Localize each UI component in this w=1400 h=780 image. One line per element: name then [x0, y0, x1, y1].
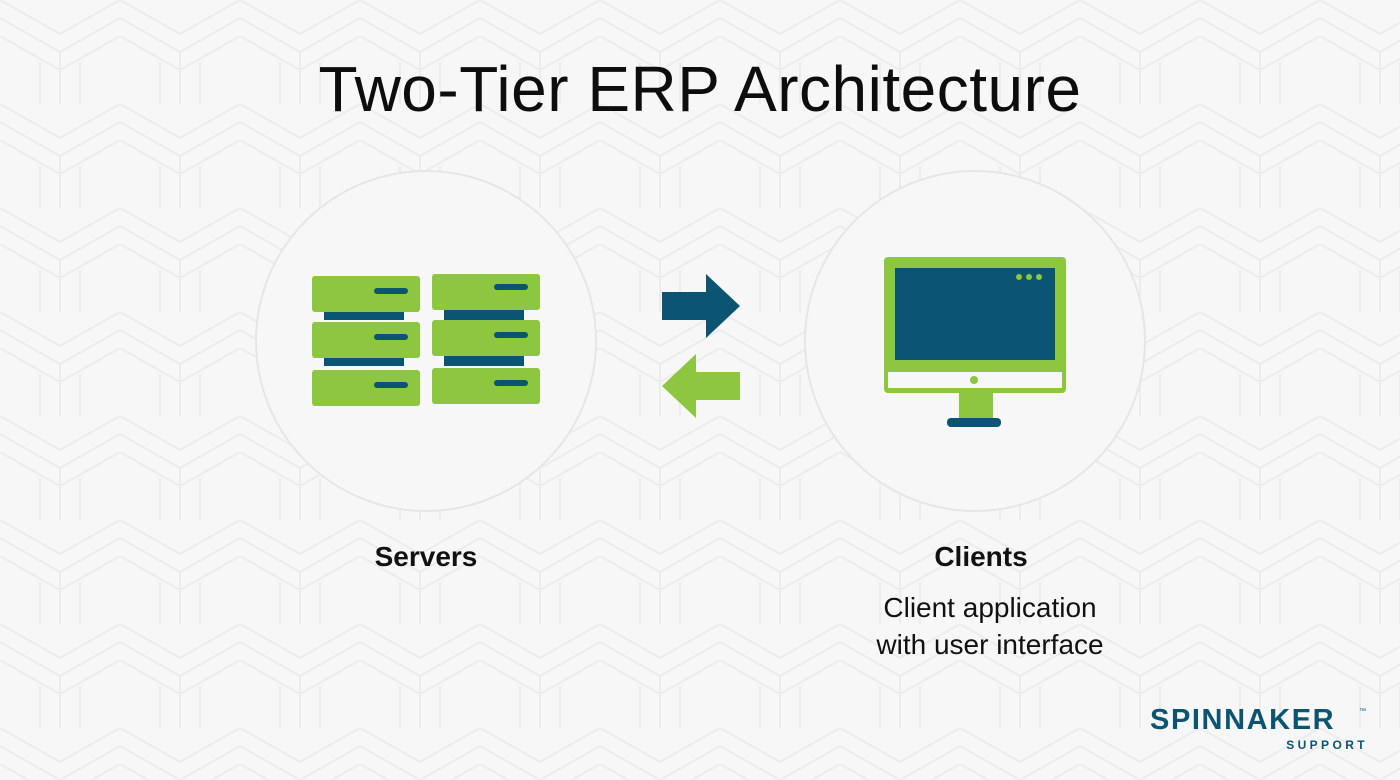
clients-description-line-2: with user interface — [876, 629, 1104, 660]
clients-description: Client application with user interface — [800, 589, 1180, 663]
logo-wordmark: SPINNAKER — [1150, 704, 1336, 736]
spinnaker-support-logo: SPINNAKER ™ SUPPORT — [1150, 704, 1370, 756]
server-rack-icon — [312, 274, 540, 406]
arrow-left-icon — [662, 354, 740, 418]
servers-label: Servers — [374, 541, 478, 572]
logo-trademark: ™ — [1359, 708, 1366, 715]
arrow-right-icon — [662, 274, 740, 338]
clients-label: Clients — [934, 541, 1028, 572]
page-title: Two-Tier ERP Architecture — [318, 53, 1082, 125]
exchange-arrows — [662, 274, 740, 418]
clients-description-line-1: Client application — [883, 592, 1097, 623]
desktop-monitor-icon — [884, 257, 1066, 427]
logo-subtitle: SUPPORT — [1286, 738, 1368, 752]
